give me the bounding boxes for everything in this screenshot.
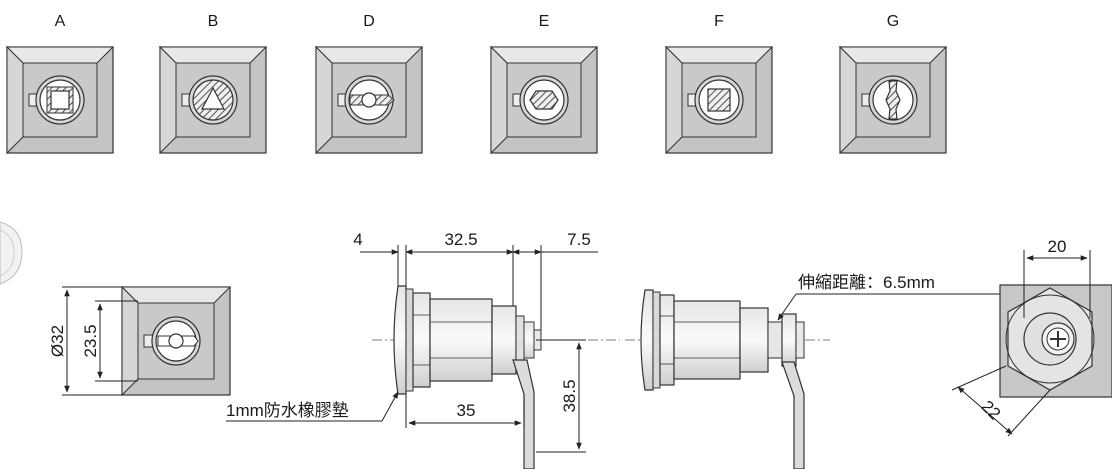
variant-d xyxy=(314,45,424,155)
dim-rear-width: 20 xyxy=(1048,237,1067,256)
dim-cam-length: 38.5 xyxy=(560,379,579,412)
lock-bezel xyxy=(838,45,948,155)
dim-face-width: 23.5 xyxy=(81,324,100,357)
rear-view xyxy=(999,284,1112,398)
side-view xyxy=(372,285,620,469)
dim-shaft-length: 7.5 xyxy=(567,230,591,249)
gasket-note: 1mm防水橡膠墊 xyxy=(226,401,349,420)
partial-knob xyxy=(0,221,23,285)
dim-hex-across: 22 xyxy=(977,397,1004,424)
retract-note: 伸縮距離：6.5mm xyxy=(798,273,935,292)
variant-f-label: F xyxy=(714,13,724,30)
triangle-key-b xyxy=(201,86,225,110)
dim-outer-width: Ø32 xyxy=(48,325,67,357)
variant-a-label: A xyxy=(55,13,66,30)
retract-leader xyxy=(777,293,1000,321)
front-view xyxy=(120,285,232,397)
variant-d-label: D xyxy=(363,13,375,30)
dim-body-length: 32.5 xyxy=(444,230,477,249)
variant-b xyxy=(158,45,268,155)
extended-side-view xyxy=(625,289,830,469)
dim-gasket: 4 xyxy=(353,230,362,249)
variant-e xyxy=(489,45,599,155)
cylinder-face xyxy=(143,316,201,366)
variant-g xyxy=(838,45,948,155)
side-dimensions xyxy=(226,245,598,453)
hex-key-e xyxy=(529,90,559,110)
variant-f xyxy=(664,45,774,155)
variant-g-label: G xyxy=(887,13,899,30)
square-key-f xyxy=(707,88,731,112)
rear-dimensions xyxy=(951,250,1091,437)
dim-d32 xyxy=(62,286,122,396)
dim-23-5 xyxy=(95,300,138,382)
variant-a xyxy=(5,45,115,155)
dim-cam-offset: 35 xyxy=(457,401,476,420)
variant-e-label: E xyxy=(539,13,550,30)
variant-b-label: B xyxy=(208,13,219,30)
square-key-a xyxy=(50,90,70,110)
slot-key-g xyxy=(885,80,901,120)
